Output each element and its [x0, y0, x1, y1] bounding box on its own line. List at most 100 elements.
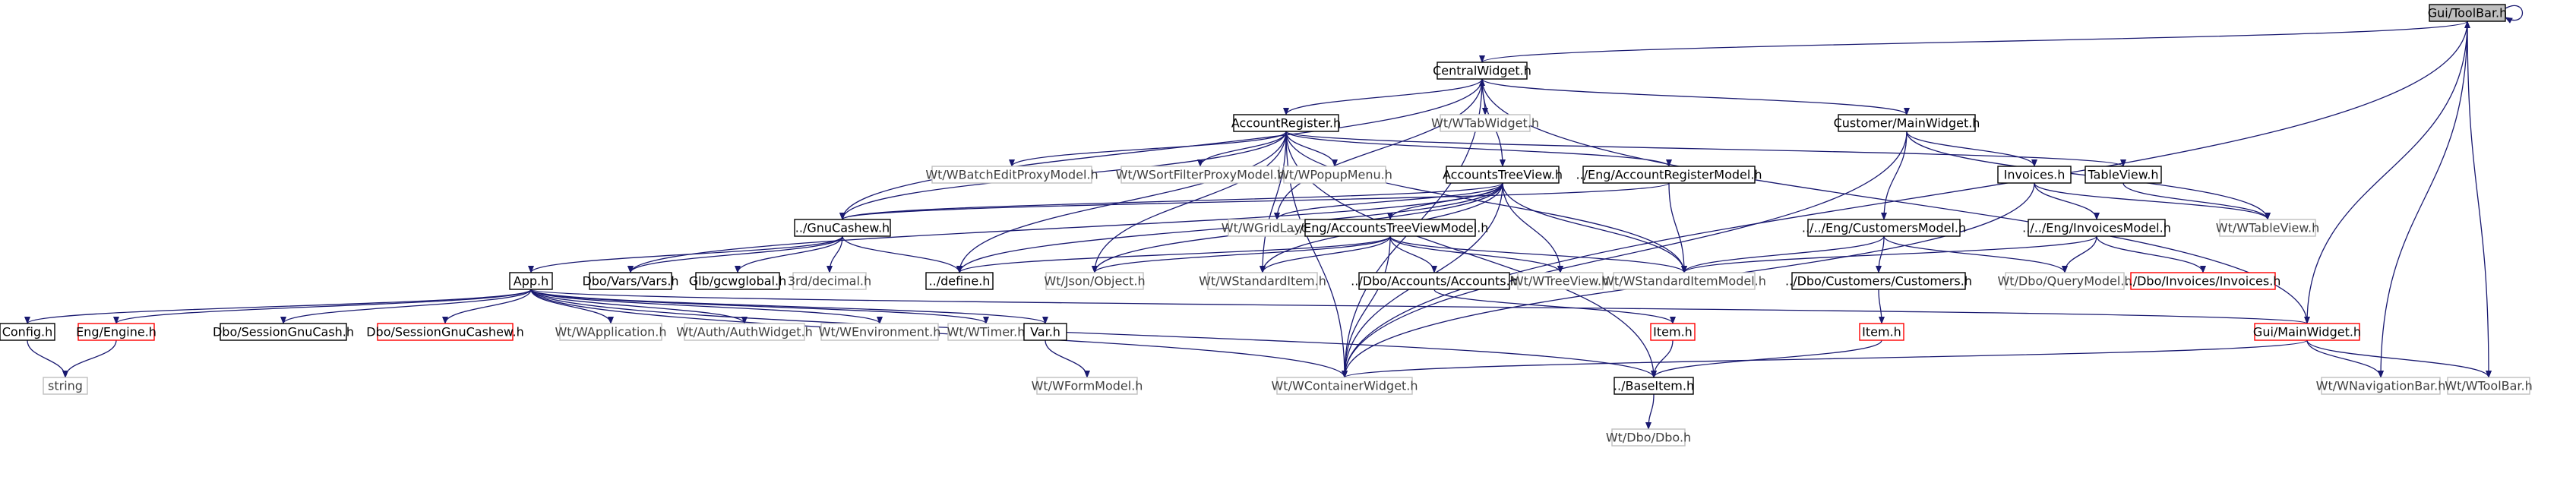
node-wtreeview[interactable]: Wt/WTreeView.h [1512, 272, 1609, 290]
node-label: Wt/Dbo/QueryModel.h [1997, 274, 2132, 289]
edge-app-to-wapp [530, 289, 614, 324]
edge-gnucash-to-glb [735, 235, 843, 273]
node-box [1283, 166, 1386, 184]
edge-app-to-sesscash [280, 289, 532, 324]
node-varh[interactable]: Var.h [1023, 323, 1067, 341]
node-dboinv[interactable]: ../Dbo/Invoices/Invoices.h [2126, 272, 2281, 290]
edge-app-to-guimain [530, 289, 2310, 324]
node-sesscash[interactable]: Dbo/SessionGnuCash.h [213, 323, 354, 341]
node-box [1437, 62, 1528, 80]
edge-toolbar-to-container [1342, 21, 2468, 378]
node-navbar[interactable]: Wt/WNavigationBar.h [2316, 377, 2446, 395]
node-custmain[interactable]: Customer/MainWidget.h [1834, 114, 1980, 132]
node-wapp[interactable]: Wt/WApplication.h [555, 323, 667, 341]
node-dboacc[interactable]: ../Dbo/Accounts/Accounts.h [1351, 272, 1518, 290]
node-label: Wt/WNavigationBar.h [2316, 379, 2446, 393]
edge-toolbar-to-navbar [2378, 21, 2468, 378]
node-box [695, 272, 780, 290]
node-toolbar[interactable]: Gui/ToolBar.h [2428, 4, 2508, 22]
edge-config-to-string [27, 339, 68, 378]
node-dbocust[interactable]: ../Dbo/Customers/Customers.h [1785, 272, 1972, 290]
node-sesscashew[interactable]: Dbo/SessionGnuCashew.h [366, 323, 524, 341]
edge-acctreg-to-tableview [1285, 131, 2126, 167]
node-string[interactable]: string [43, 377, 88, 395]
edge-gnucash-to-app [528, 235, 843, 273]
node-wtimer[interactable]: Wt/WTimer.h [947, 323, 1026, 341]
node-box [377, 323, 514, 341]
node-central[interactable]: CentralWidget.h [1433, 62, 1531, 80]
node-dbovars[interactable]: Dbo/Vars/Vars.h [582, 272, 679, 290]
node-engine[interactable]: Eng/Engine.h [76, 323, 156, 341]
node-box [1807, 219, 1961, 237]
node-baseitem[interactable]: ../BaseItem.h [1614, 377, 1694, 395]
node-custmodel[interactable]: ../../Eng/CustomersModel.h [1802, 219, 1966, 237]
node-batch[interactable]: Wt/WBatchEditProxyModel.h [925, 166, 1098, 184]
node-engreg[interactable]: ../Eng/AccountRegisterModel.h [1576, 166, 1762, 184]
node-box [1611, 428, 1686, 447]
node-item2[interactable]: Item.h [1859, 323, 1904, 341]
node-label: Wt/WBatchEditProxyModel.h [925, 168, 1098, 182]
node-glb[interactable]: Glb/gcwglobal.h [689, 272, 786, 290]
edge-acctree-to-stdmodel [1502, 182, 1687, 273]
node-gnucash[interactable]: ../GnuCashew.h [794, 219, 891, 237]
node-box [1045, 272, 1144, 290]
node-decimal[interactable]: 3rd/decimal.h [788, 272, 871, 290]
node-box [589, 272, 672, 290]
node-label: Wt/WStandardItemModel.h [1602, 274, 1766, 289]
node-label: string [48, 379, 83, 393]
node-box [2254, 323, 2360, 341]
node-tableview[interactable]: TableView.h [2085, 166, 2162, 184]
edge-invmodel-to-dboinv [2096, 235, 2206, 273]
node-wtableview[interactable]: Wt/WTableView.h [2216, 219, 2319, 237]
edge-gnucash-to-decimal [827, 235, 843, 273]
edge-guimain-to-container [1342, 339, 2308, 378]
node-label: Wt/WApplication.h [555, 325, 666, 339]
edge-app-to-engine [113, 289, 532, 324]
node-label: Wt/Json/Object.h [1044, 274, 1145, 289]
node-authw[interactable]: Wt/Auth/AuthWidget.h [676, 323, 813, 341]
node-define[interactable]: ../define.h [925, 272, 994, 290]
node-item1[interactable]: Item.h [1650, 323, 1696, 341]
node-acctreg[interactable]: AccountRegister.h [1231, 114, 1341, 132]
node-stdmodel[interactable]: Wt/WStandardItemModel.h [1602, 272, 1766, 290]
node-label: ../Eng/AccountsTreeViewModel.h [1292, 221, 1489, 235]
node-invoices[interactable]: Invoices.h [1997, 166, 2072, 184]
edge-app-to-config [24, 289, 532, 324]
node-container[interactable]: Wt/WContainerWidget.h [1271, 377, 1418, 395]
edge-tableview-to-wtableview [2122, 182, 2271, 220]
node-popup[interactable]: Wt/WPopupMenu.h [1277, 166, 1392, 184]
node-sortf[interactable]: Wt/WSortFilterProxyModel.h [1116, 166, 1285, 184]
node-invmodel[interactable]: ../../Eng/InvoicesModel.h [2022, 219, 2171, 237]
edge-invoices-to-wtableview [2034, 182, 2271, 220]
node-acctree[interactable]: AccountsTreeView.h [1443, 166, 1563, 184]
edge-item2-to-baseitem [1651, 339, 1882, 378]
node-dbodbo[interactable]: Wt/Dbo/Dbo.h [1606, 428, 1691, 447]
node-querymodel[interactable]: Wt/Dbo/QueryModel.h [1997, 272, 2132, 290]
node-json[interactable]: Wt/Json/Object.h [1044, 272, 1146, 290]
node-wenv[interactable]: Wt/WEnvironment.h [819, 323, 941, 341]
node-app[interactable]: App.h [509, 272, 553, 290]
node-tabwidget[interactable]: Wt/WTabWidget.h [1431, 114, 1539, 132]
edge-acctreg-to-sortf [1197, 131, 1287, 167]
node-box [792, 272, 867, 290]
node-wtoolbar[interactable]: Wt/WToolBar.h [2445, 377, 2533, 395]
edge-central-to-acctreg [1283, 78, 1483, 115]
node-box [1582, 166, 1756, 184]
node-guimain[interactable]: Gui/MainWidget.h [2253, 323, 2361, 341]
node-config[interactable]: Config.h [0, 323, 55, 341]
edge-app-to-wenv [530, 289, 883, 324]
node-box [1613, 272, 1756, 290]
edge-acctree-to-wtreeview [1502, 182, 1563, 273]
node-engtree[interactable]: ../Eng/AccountsTreeViewModel.h [1292, 219, 1489, 237]
node-label: ../Dbo/Accounts/Accounts.h [1351, 274, 1518, 289]
node-wform[interactable]: Wt/WFormModel.h [1032, 377, 1143, 395]
edge-engreg-to-stdmodel [1668, 182, 1687, 273]
node-label: Dbo/SessionGnuCashew.h [366, 325, 524, 339]
node-label: App.h [514, 274, 548, 289]
node-box [2028, 219, 2166, 237]
edge-engtree-to-container [1342, 235, 1391, 378]
node-label: CentralWidget.h [1433, 64, 1531, 78]
node-label: Gui/ToolBar.h [2428, 6, 2508, 21]
node-label: Wt/WToolBar.h [2445, 379, 2533, 393]
node-stditem[interactable]: Wt/WStandardItem.h [1199, 272, 1326, 290]
